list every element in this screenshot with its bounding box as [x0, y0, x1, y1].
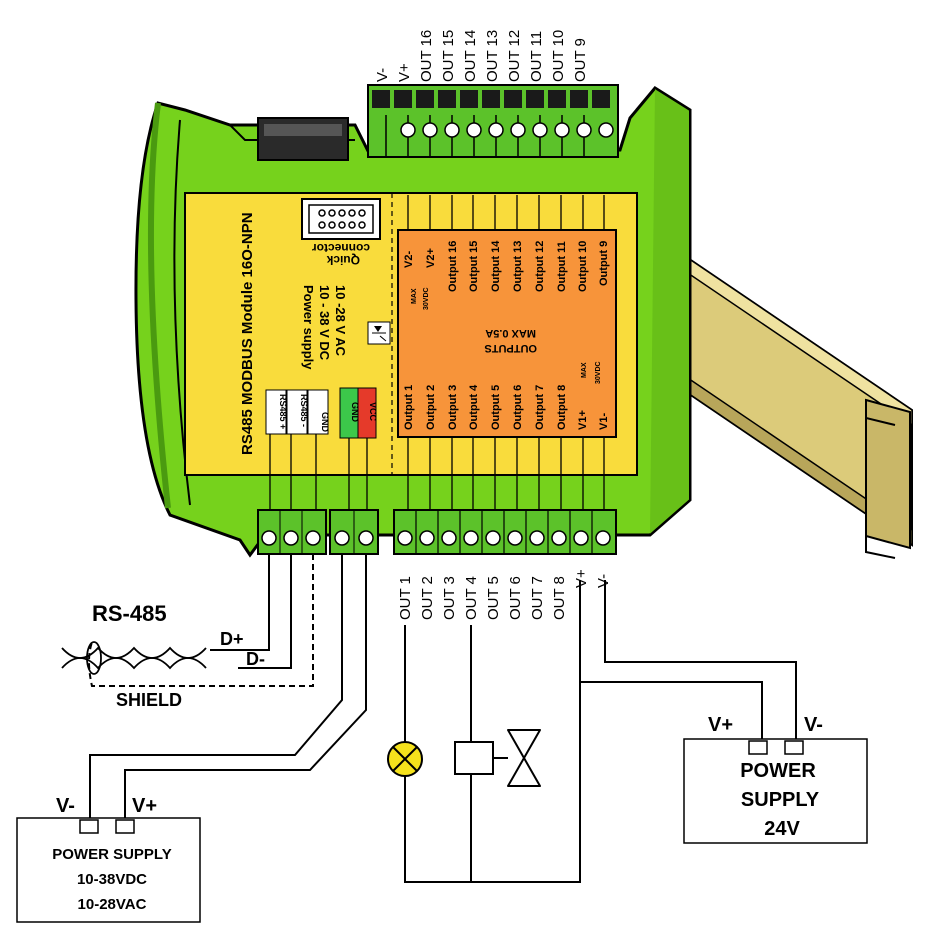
- top-terminal-out9: OUT 9: [572, 38, 589, 82]
- bottom-terminal-v-plus: V+: [573, 569, 590, 588]
- panel-label-output-8: Output 8: [556, 385, 568, 430]
- panel-label-v2-plus: V2+: [425, 248, 437, 268]
- outputs-panel: [397, 229, 617, 438]
- power-label-2: 10 - 38 V DC: [317, 285, 332, 361]
- top-terminal-v-plus: V+: [396, 63, 413, 82]
- psu-left-line3: 10-28VAC: [78, 896, 147, 913]
- bottom-terminal-out1: OUT 1: [397, 576, 414, 620]
- panel-label-output-16: Output 16: [447, 241, 459, 292]
- panel-label-output-1: Output 1: [403, 385, 415, 430]
- panel-label-output-5: Output 5: [490, 385, 502, 430]
- lower-output-labels: Output 1 Output 2 Output 3 Output 4 Outp…: [403, 384, 610, 430]
- psu-left-line1: POWER SUPPLY: [52, 846, 171, 863]
- psu-right-line3: 24V: [764, 818, 800, 840]
- bottom-terminal-out5: OUT 5: [485, 576, 502, 620]
- top-terminal-out12: OUT 12: [506, 30, 523, 82]
- upper-max-volt: 30VDC: [423, 287, 430, 310]
- panel-label-v2-minus: V2-: [403, 251, 415, 268]
- rs485-d-minus: D-: [246, 649, 265, 669]
- bottom-terminal-out8: OUT 8: [551, 576, 568, 620]
- wires: [89, 554, 797, 883]
- top-terminal-out10: OUT 10: [550, 30, 567, 82]
- psu-right-line2: SUPPLY: [741, 789, 820, 811]
- lamp-icon: [387, 741, 423, 777]
- lower-max-label: MAX: [581, 362, 588, 378]
- panel-label-output-2: Output 2: [425, 385, 437, 430]
- bottom-terminal-v-minus: V-: [595, 574, 612, 588]
- panel-label-output-10: Output 10: [577, 241, 589, 292]
- bottom-terminal-out2: OUT 2: [419, 576, 436, 620]
- rs485-gnd-label: GND: [320, 412, 330, 433]
- psu-left-v-minus: V-: [56, 795, 75, 817]
- psu-left-v-plus: V+: [132, 795, 157, 817]
- rs485-minus-label: RS485 -: [299, 394, 309, 427]
- pwr-gnd-label: GND: [350, 402, 360, 423]
- top-terminal-labels: V- V+ OUT 16 OUT 15 OUT 14 OUT 13 OUT 12…: [374, 30, 589, 82]
- panel-label-v1-minus: V1-: [598, 413, 610, 430]
- outputs-title: OUTPUTS: [484, 342, 537, 354]
- power-label-3: 10 -28 V AC: [333, 285, 348, 357]
- twisted-pair-cable: [61, 641, 207, 675]
- panel-label-output-6: Output 6: [512, 385, 524, 430]
- psu-right-v-plus: V+: [708, 714, 733, 736]
- panel-label-output-7: Output 7: [534, 385, 546, 430]
- panel-label-output-14: Output 14: [490, 240, 502, 292]
- lower-max-volt: 30VDC: [595, 361, 602, 384]
- psu-right-v-minus: V-: [804, 714, 823, 736]
- top-terminal-out16: OUT 16: [418, 30, 435, 82]
- bottom-terminal-out3: OUT 3: [441, 576, 458, 620]
- bottom-terminal-block-outputs: [393, 509, 617, 555]
- rs485-shield: SHIELD: [116, 690, 182, 710]
- module-title: RS485 MODBUS Module 16O-NPN: [239, 212, 256, 455]
- quick-label-2: connector: [312, 241, 370, 255]
- din-rail: [675, 248, 913, 559]
- panel-label-output-13: Output 13: [512, 241, 524, 292]
- outputs-max-current: MAX 0.5A: [485, 327, 536, 339]
- power-supply-right: [683, 738, 868, 844]
- panel-label-output-9: Output 9: [598, 241, 610, 286]
- rs485-label-boxes: [265, 389, 329, 435]
- psu-left-line2: 10-38VDC: [77, 871, 147, 888]
- optocoupler-icon: [367, 321, 391, 345]
- rs485-title: RS-485: [92, 601, 167, 626]
- top-terminal-out13: OUT 13: [484, 30, 501, 82]
- power-label-1: Power supply: [301, 285, 316, 370]
- panel-label-output-11: Output 11: [556, 241, 568, 292]
- bottom-terminal-block-left: [257, 509, 379, 555]
- terminal-leads: [269, 195, 605, 512]
- bottom-terminal-out6: OUT 6: [507, 576, 524, 620]
- panel-label-v1-plus: V1+: [577, 410, 589, 430]
- psu-right-line1: POWER: [740, 760, 816, 782]
- top-terminal-out11: OUT 11: [528, 31, 545, 82]
- bottom-terminal-out4: OUT 4: [463, 576, 480, 620]
- panel-label-output-12: Output 12: [534, 241, 546, 292]
- panel-label-output-4: Output 4: [468, 384, 480, 430]
- top-terminal-block: [367, 84, 619, 158]
- upper-max-label: MAX: [411, 288, 418, 304]
- panel-label-output-15: Output 15: [468, 241, 480, 292]
- upper-output-labels: V2- V2+ Output 16 Output 15 Output 14 Ou…: [403, 240, 610, 292]
- quick-connector: [301, 198, 381, 240]
- rs485-plus-label: RS485 +: [278, 394, 288, 429]
- solenoid-valve-icon: [454, 729, 541, 787]
- bottom-terminal-labels: OUT 1 OUT 2 OUT 3 OUT 4 OUT 5 OUT 6 OUT …: [397, 569, 612, 620]
- power-supply-left: [16, 817, 201, 923]
- panel-label-output-3: Output 3: [447, 385, 459, 430]
- bottom-terminal-out7: OUT 7: [529, 576, 546, 620]
- quick-label-1: Quick: [326, 253, 360, 267]
- top-terminal-out14: OUT 14: [462, 30, 479, 82]
- top-terminal-v-minus: V-: [374, 68, 391, 82]
- rs485-d-plus: D+: [220, 629, 244, 649]
- pwr-vcc-label: VCC: [368, 402, 378, 422]
- top-terminal-out15: OUT 15: [440, 30, 457, 82]
